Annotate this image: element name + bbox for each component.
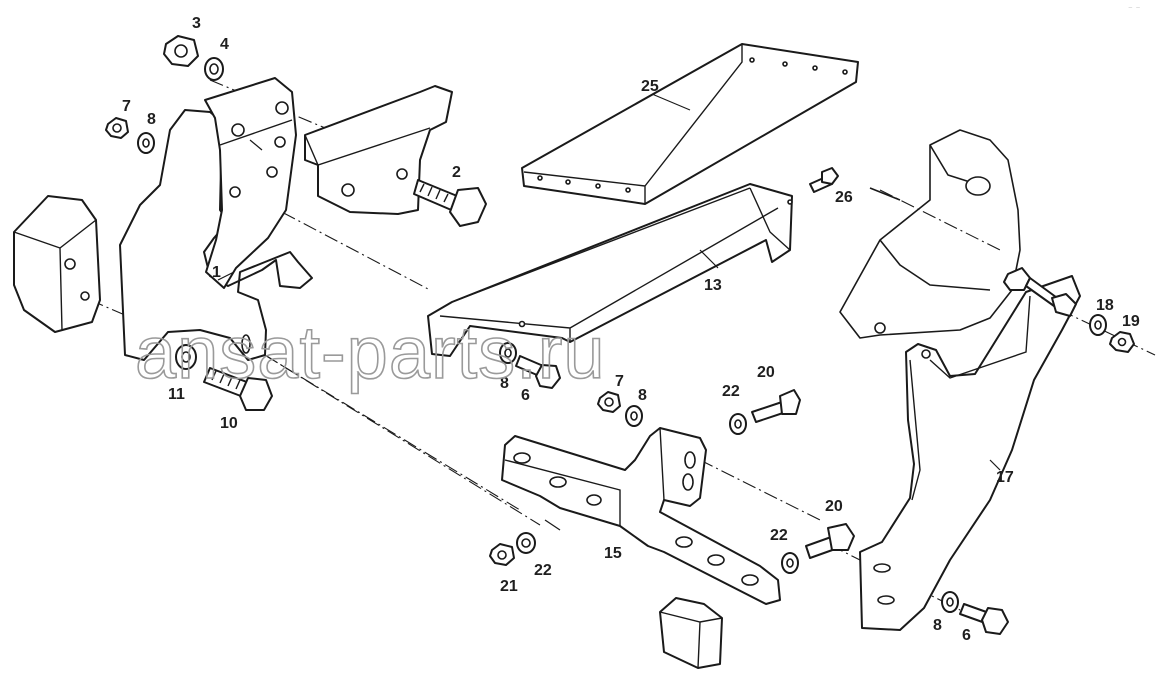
bolt-2 (413, 179, 487, 227)
bolt-6-mid (515, 355, 561, 389)
callout-labels: 3 4 7 8 2 1 11 10 25 13 26 8 6 7 8 22 20… (122, 15, 1140, 644)
callout-label: 8 (638, 387, 647, 404)
washer-8-left (137, 132, 155, 154)
callout-label: 15 (604, 545, 622, 562)
side-bracket-17 (859, 275, 1081, 631)
callout-label: 6 (962, 627, 971, 644)
corner-mark: ⁻ ⁻ (1128, 5, 1141, 15)
bolt-upper-right (1051, 293, 1077, 317)
nut-7-mid (597, 391, 621, 413)
callout-label: 8 (933, 617, 942, 634)
washer-8-upper-mid (625, 405, 643, 427)
nut-21 (489, 543, 515, 566)
counterweight-block-left (13, 195, 101, 333)
nut-3 (163, 35, 199, 67)
callout-label: 13 (704, 277, 722, 294)
callout-label: 8 (147, 111, 156, 128)
callout-label: 1 (212, 264, 221, 281)
tray-13 (427, 183, 793, 357)
callout-label: 22 (770, 527, 788, 544)
callout-label: 22 (722, 383, 740, 400)
washer-11 (175, 344, 197, 370)
callout-label: 7 (122, 98, 131, 115)
callout-label: 26 (835, 189, 853, 206)
watermark-text: ansat-parts.ru (135, 311, 606, 394)
tray-25 (521, 43, 859, 205)
nut-7-left (105, 117, 129, 139)
washer-22-upper (729, 413, 747, 435)
callout-label: 6 (521, 387, 530, 404)
washer-8-mid (499, 342, 517, 364)
leader-lines (217, 93, 1001, 531)
washer-4 (204, 57, 224, 81)
callout-label: 3 (192, 15, 201, 32)
nut-19 (1109, 331, 1135, 353)
callout-label: 22 (534, 562, 552, 579)
callout-label: 20 (825, 498, 843, 515)
callout-label: 7 (615, 373, 624, 390)
callout-label: 25 (641, 78, 659, 95)
bolt-20-lower (805, 523, 855, 559)
washer-18 (1089, 314, 1107, 336)
main-bracket-1 (119, 77, 313, 361)
callout-label: 21 (500, 578, 518, 595)
bolt-10 (203, 367, 273, 411)
bolt-20-upper (751, 389, 801, 423)
callout-label: 11 (168, 386, 185, 403)
callout-label: 19 (1122, 313, 1140, 330)
callout-label: 18 (1096, 297, 1114, 314)
mounting-plate-15 (501, 427, 781, 605)
assembly-axis-lines (89, 79, 1156, 611)
washer-22-lower (781, 552, 799, 574)
callout-label: 2 (452, 164, 461, 181)
callout-label: 4 (220, 36, 229, 53)
callout-label: 10 (220, 415, 238, 432)
callout-label: 20 (757, 364, 775, 381)
frame-casting (839, 129, 1021, 339)
screw-26 (809, 167, 839, 193)
rubber-block-bottom (659, 597, 723, 669)
washer-22-lower-left (516, 532, 536, 554)
bolt-6-lower-right (959, 603, 1009, 635)
washer-8-lower-right (941, 591, 959, 613)
callout-label: 8 (500, 375, 509, 392)
callout-label: 17 (996, 469, 1014, 486)
